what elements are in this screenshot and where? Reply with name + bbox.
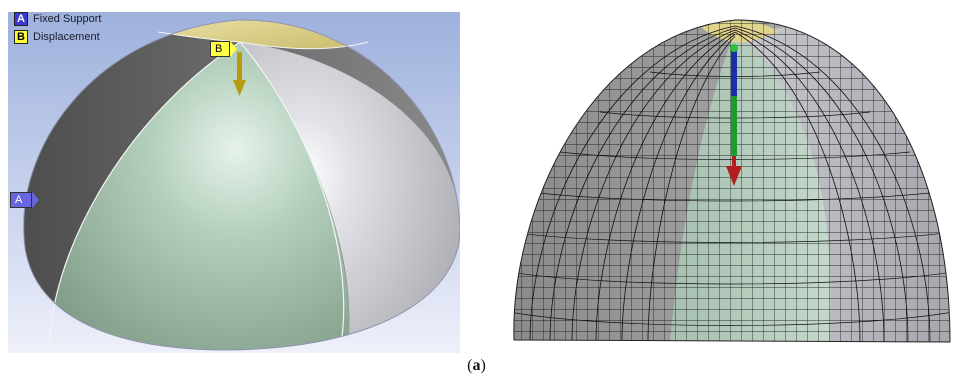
axis-red-segment [732,156,736,170]
geometry-view-panel[interactable]: A Fixed Support B Displacement B A [8,12,460,353]
mesh-view-panel[interactable] [510,12,953,353]
legend-item-displacement[interactable]: B Displacement [14,28,101,46]
caption-close-paren: ) [480,357,486,374]
marker-b-pointer [230,41,237,57]
meshed-dome-svg [513,19,951,343]
geometry-dome-svg [8,12,460,353]
caption-label: a [472,357,481,374]
boundary-condition-legend: A Fixed Support B Displacement [14,12,101,46]
marker-b-label: B [210,41,230,57]
axis-triad [726,44,742,186]
displacement-arrow [233,52,246,96]
marker-a-label: A [10,192,32,208]
legend-item-fixed-support[interactable]: A Fixed Support [14,12,101,28]
figure-caption: (a) [0,357,953,375]
legend-key-b: B [14,30,28,44]
caption-open-paren: ( [467,357,473,374]
axis-origin-marker [730,44,738,52]
legend-label-displacement: Displacement [33,31,100,43]
marker-a-pointer [32,192,39,208]
axis-green-segment [731,96,737,156]
axis-red-arrowhead [726,166,742,186]
legend-label-fixed-support: Fixed Support [33,13,102,25]
displacement-marker-b[interactable]: B [210,41,237,57]
axis-blue-segment [731,50,737,96]
legend-key-a: A [14,12,28,26]
fixed-support-marker-a[interactable]: A [10,192,39,208]
